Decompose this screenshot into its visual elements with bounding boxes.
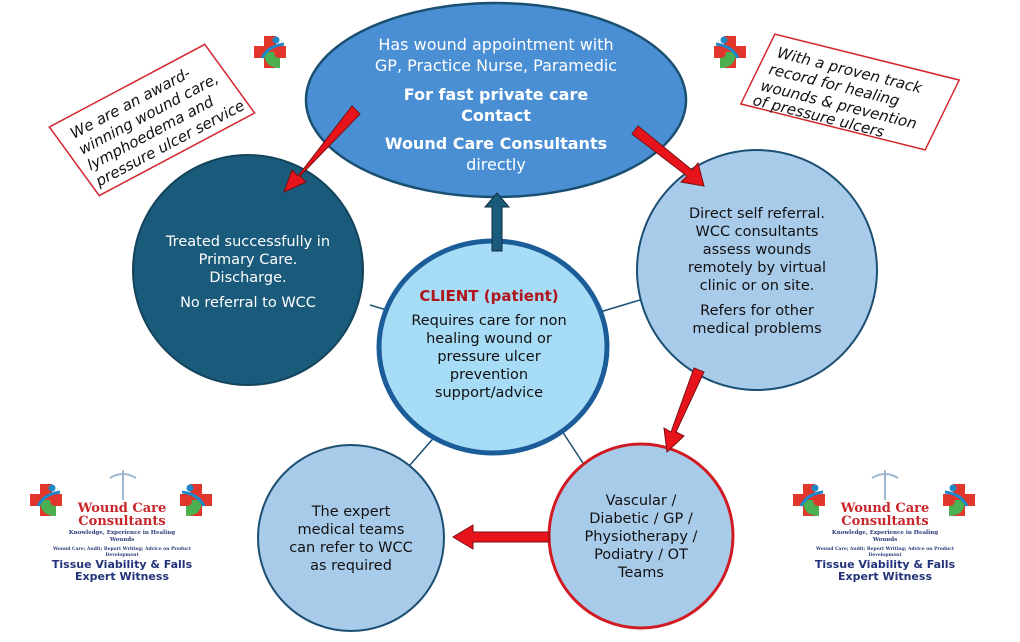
arrow-client-to-top	[483, 192, 511, 252]
top-oval-line: For fast private care	[404, 85, 589, 104]
right-circle-line: assess wounds	[703, 242, 812, 258]
medical-cross-icon	[252, 34, 288, 70]
logo-specialty: Expert Witness	[838, 570, 932, 583]
bottom-right-line: Diabetic / GP /	[589, 511, 693, 527]
note-award-winning: We are an award- winning wound care, lym…	[48, 43, 256, 197]
bottom-right-line: Vascular /	[606, 493, 677, 509]
logo-services: Wound Care; Audit; Report Writing; Advic…	[815, 546, 955, 552]
top-oval-line: GP, Practice Nurse, Paramedic	[375, 56, 617, 75]
bottom-right-circle-medical-teams: Vascular / Diabetic / GP / Physiotherapy…	[547, 442, 735, 630]
wound-care-consultants-logo: Wound Care Consultants Knowledge, Experi…	[791, 470, 977, 583]
medical-cross-icon	[791, 482, 827, 518]
logo-specialty: Expert Witness	[75, 570, 169, 583]
right-circle-line: medical problems	[692, 321, 821, 337]
bottom-left-circle-expert-teams: The expert medical teams can refer to WC…	[257, 444, 445, 632]
connector-line	[559, 427, 584, 464]
bottom-left-line: can refer to WCC	[289, 540, 413, 556]
logo-services: Development	[868, 552, 902, 558]
arrow-bottom-right-to-bottom-left	[452, 524, 550, 550]
logo-services: Wound Care; Audit; Report Writing; Advic…	[52, 546, 192, 552]
logo-services: Development	[105, 552, 139, 558]
left-circle-line: Discharge.	[209, 270, 286, 286]
left-circle-primary-care: Treated successfully in Primary Care. Di…	[132, 154, 364, 386]
caduceus-icon	[871, 470, 899, 500]
logo-name: Wound Care	[840, 501, 930, 516]
right-circle-line: clinic or on site.	[700, 278, 815, 294]
left-circle-line: No referral to WCC	[180, 295, 316, 311]
medical-cross-icon	[28, 482, 64, 518]
bottom-right-line: Podiatry / OT	[594, 547, 688, 563]
client-line: support/advice	[435, 385, 543, 401]
left-circle-line: Primary Care.	[199, 252, 298, 268]
client-line: Requires care for non	[411, 313, 566, 329]
logo-tagline: Wounds	[872, 537, 897, 543]
bottom-left-line: The expert	[311, 504, 391, 520]
arrow-top-to-right-circle	[631, 125, 705, 187]
client-title: CLIENT (patient)	[419, 287, 558, 305]
logo-name: Wound Care	[77, 501, 167, 516]
right-circle-self-referral: Direct self referral. WCC consultants as…	[636, 149, 878, 391]
right-circle-line: Refers for other	[700, 303, 814, 319]
logo-specialty: Tissue Viability & Falls	[52, 558, 193, 571]
bottom-left-line: as required	[310, 558, 392, 574]
medical-cross-icon	[178, 482, 214, 518]
logo-name: Consultants	[78, 514, 165, 529]
logo-tagline: Knowledge, Experience in Healing	[69, 530, 175, 536]
top-oval-line: Wound Care Consultants	[385, 134, 607, 153]
right-circle-line: Direct self referral.	[689, 206, 825, 222]
right-circle-line: WCC consultants	[695, 224, 818, 240]
client-line: prevention	[450, 367, 528, 383]
caduceus-icon	[109, 470, 137, 500]
note-proven-track-record: With a proven track record for healing w…	[739, 33, 961, 151]
logo-name: Consultants	[841, 514, 928, 529]
top-oval-gp-appointment: Has wound appointment with GP, Practice …	[304, 1, 688, 199]
right-circle-line: remotely by virtual	[688, 260, 826, 276]
medical-cross-icon	[941, 482, 977, 518]
client-line: pressure ulcer	[437, 349, 540, 365]
client-line: healing wound or	[426, 331, 552, 347]
bottom-right-line: Physiotherapy /	[585, 529, 698, 545]
logo-tagline: Wounds	[109, 537, 134, 543]
bottom-right-line: Teams	[617, 565, 664, 581]
top-oval-line: Has wound appointment with	[378, 35, 613, 54]
medical-cross-icon	[712, 34, 748, 70]
wound-care-consultants-logo: Wound Care Consultants Knowledge, Experi…	[28, 470, 214, 583]
top-oval-line: directly	[466, 155, 526, 174]
center-circle-client: CLIENT (patient) Requires care for non h…	[376, 238, 610, 456]
logo-specialty: Tissue Viability & Falls	[815, 558, 956, 571]
arrow-top-to-left-circle	[283, 105, 361, 193]
bottom-left-line: medical teams	[298, 522, 405, 538]
logo-tagline: Knowledge, Experience in Healing	[832, 530, 938, 536]
arrow-right-to-bottom-right	[663, 367, 705, 454]
left-circle-line: Treated successfully in	[165, 234, 330, 250]
top-oval-line: Contact	[461, 106, 531, 125]
